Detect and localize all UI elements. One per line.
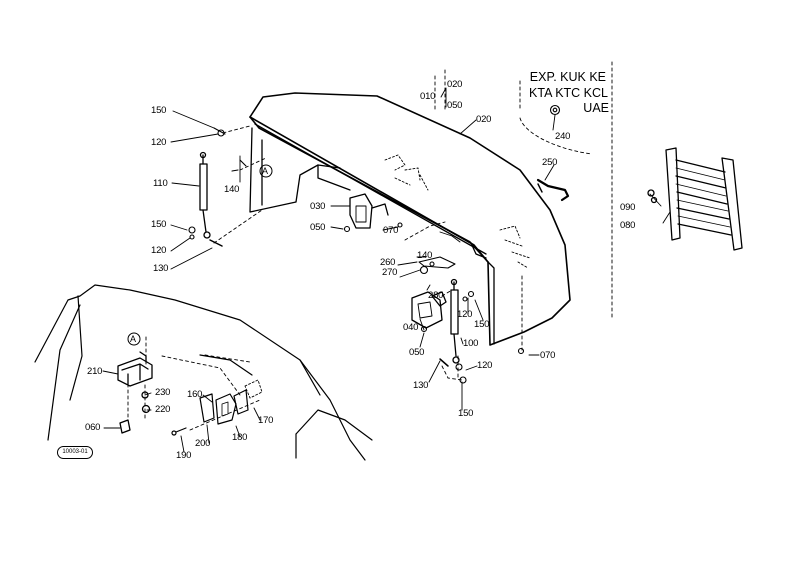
explosion-dashes <box>127 69 523 431</box>
handle-250 <box>536 178 570 202</box>
part-label-090: 090 <box>620 202 636 213</box>
variant-note-line3: UAE <box>583 101 609 115</box>
bracket-210 <box>117 351 153 434</box>
part-label-120-c: 120 <box>457 309 473 320</box>
part-label-100: 100 <box>463 338 479 349</box>
part-label-150-c: 150 <box>474 319 490 330</box>
part-label-120-b: 120 <box>151 245 167 256</box>
variant-box <box>519 61 613 321</box>
part-label-220: 220 <box>155 404 171 415</box>
part-label-230: 230 <box>155 387 171 398</box>
part-label-140-a: 140 <box>224 184 240 195</box>
latch-hardware <box>171 379 263 436</box>
figure-code-badge: 10003-01 <box>57 446 93 459</box>
part-label-150-a: 150 <box>151 105 167 116</box>
part-label-140-b: 140 <box>417 250 433 261</box>
fasteners <box>188 104 561 384</box>
part-label-210: 210 <box>87 366 103 377</box>
part-label-190: 190 <box>176 450 192 461</box>
part-label-120-a: 120 <box>151 137 167 148</box>
part-label-050-sub: 050 <box>447 100 463 111</box>
callout-a-upper <box>259 164 273 178</box>
part-label-050-c: 050 <box>409 347 425 358</box>
leader-lines <box>102 87 671 453</box>
part-label-150-b: 150 <box>151 219 167 230</box>
hinge-030 <box>349 193 389 229</box>
part-label-250: 250 <box>542 157 558 168</box>
part-label-160: 160 <box>187 389 203 400</box>
part-label-240: 240 <box>555 131 571 142</box>
variant-note-line1: EXP. KUK KE <box>529 70 606 84</box>
part-label-260: 260 <box>380 257 396 268</box>
bonnet-cover <box>249 92 571 346</box>
callout-a-lower-letter: A <box>130 334 136 344</box>
part-label-110: 110 <box>153 178 168 189</box>
callout-a-lower <box>127 332 141 346</box>
part-label-270: 270 <box>382 267 398 278</box>
part-label-130-a: 130 <box>153 263 169 274</box>
part-label-070-b: 070 <box>540 350 556 361</box>
part-label-070-a: 070 <box>383 225 399 236</box>
part-label-020: 020 <box>476 114 492 125</box>
part-label-080: 080 <box>620 220 636 231</box>
part-label-280: 280 <box>428 290 444 301</box>
part-label-020-sub: 020 <box>447 79 463 90</box>
gas-strut-100 <box>450 278 460 364</box>
part-label-200: 200 <box>195 438 211 449</box>
grille-080 <box>647 147 743 251</box>
hinge-040 <box>411 291 447 329</box>
gas-strut-110 <box>199 151 211 239</box>
part-label-010: 010 <box>420 91 436 102</box>
part-label-050-b: 050 <box>310 222 326 233</box>
callout-a-upper-letter: A <box>262 166 268 176</box>
part-label-040: 040 <box>403 322 419 333</box>
part-label-060: 060 <box>85 422 101 433</box>
variant-note-line2: KTA KTC KCL <box>529 86 608 100</box>
part-label-120-d: 120 <box>477 360 493 371</box>
tractor-body <box>34 284 373 461</box>
part-label-130-b: 130 <box>413 380 429 391</box>
part-label-030: 030 <box>310 201 326 212</box>
part-label-150-d: 150 <box>458 408 474 419</box>
part-label-180: 180 <box>232 432 248 443</box>
part-label-170: 170 <box>258 415 274 426</box>
